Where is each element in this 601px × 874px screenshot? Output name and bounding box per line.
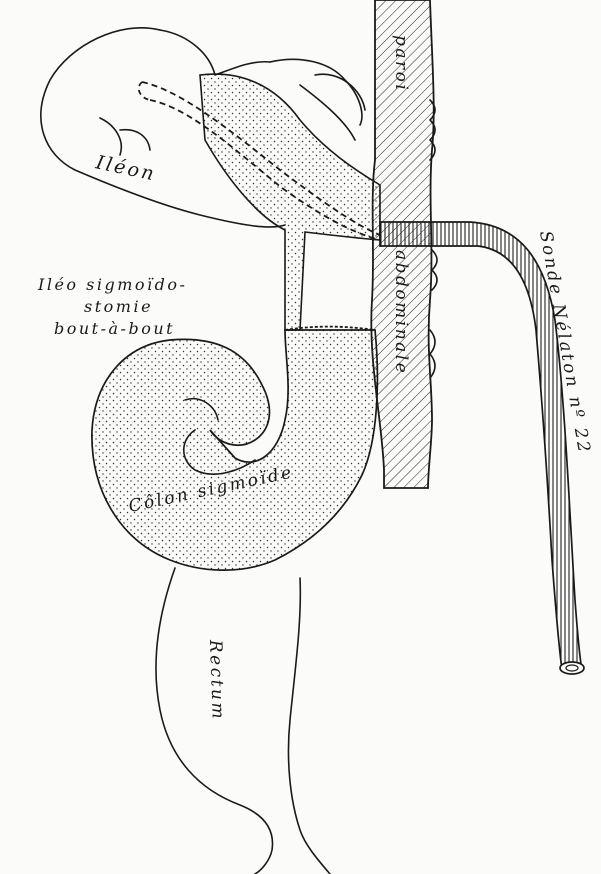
label-anastomosis-3: bout-à-bout xyxy=(54,319,175,338)
sigmoid-colon xyxy=(92,330,378,570)
label-anastomosis-1: Iléo sigmoïdo- xyxy=(37,275,187,294)
label-rectum: Rectum xyxy=(205,638,228,721)
label-ileon: Iléon xyxy=(93,151,158,185)
rectum xyxy=(156,568,330,874)
label-wall-bottom: abdominale xyxy=(391,250,411,375)
label-wall-top: paroi xyxy=(391,35,411,92)
label-anastomosis-2: stomie xyxy=(84,297,153,316)
